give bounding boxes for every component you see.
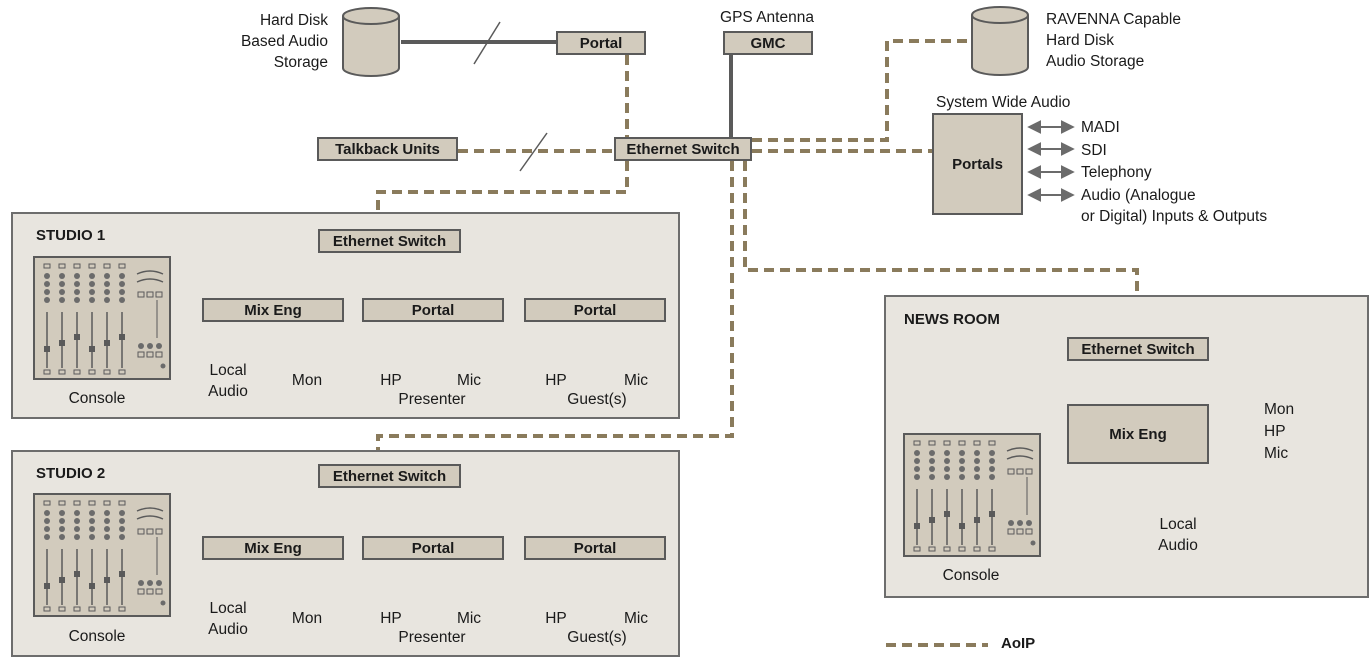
- studio-2-hp2-label: HP: [545, 610, 567, 627]
- storage-left-label: Hard Disk Based Audio Storage: [240, 12, 328, 71]
- gmc-box: GMC: [723, 31, 813, 55]
- newsroom-mix-label: Mix Eng: [1109, 425, 1167, 443]
- mixing-console-icon: [33, 493, 171, 617]
- sdi-label: SDI: [1081, 142, 1107, 159]
- studio-2-guests-label: Guest(s): [567, 629, 627, 646]
- newsroom-console-label: Console: [942, 567, 1000, 584]
- studio-2-switch-label: Ethernet Switch: [332, 467, 447, 485]
- newsroom-local-audio-label: Local Audio: [1158, 516, 1198, 554]
- studio-1-portal-1-label: Portal: [411, 301, 455, 319]
- storage-link-slash: [473, 21, 501, 65]
- newsroom-mix-engine: Mix Eng: [1067, 404, 1209, 464]
- studio-2-console-label: Console: [68, 628, 126, 645]
- studio-2-presenter-label: Presenter: [398, 629, 466, 646]
- newsroom-mic-label: Mic: [1264, 445, 1289, 462]
- studio-1-console-label: Console: [68, 390, 126, 407]
- studio-2-hp1-label: HP: [380, 610, 402, 627]
- audio-io-label: Audio (Analogue or Digital) Inputs & Out…: [1081, 187, 1268, 225]
- ravenna-storage-label: RAVENNA Capable Hard Disk Audio Storage: [1046, 11, 1181, 70]
- talkback-units-box: Talkback Units: [317, 137, 458, 161]
- studio-2-mic1-label: Mic: [456, 610, 482, 627]
- studio-1-portal-2-label: Portal: [573, 301, 617, 319]
- studio-1-title: STUDIO 1: [36, 227, 106, 244]
- hard-disk-storage-icon: [342, 7, 400, 77]
- legend-aoip-label: AoIP: [1001, 635, 1036, 652]
- studio-1-guest-portal: Portal: [524, 298, 666, 322]
- newsroom-mon-label: Mon: [1264, 401, 1295, 418]
- mixing-console-icon: [33, 256, 171, 380]
- studio-1-switch-label: Ethernet Switch: [332, 232, 447, 250]
- madi-label: MADI: [1081, 119, 1120, 136]
- studio-2-presenter-portal: Portal: [362, 536, 504, 560]
- studio-1-mic1-label: Mic: [456, 372, 482, 389]
- system-portals-box: Portals: [932, 113, 1023, 215]
- system-portals-label: Portals: [952, 155, 1003, 173]
- studio-1-mix-label: Mix Eng: [244, 301, 302, 319]
- system-wide-audio-title: System Wide Audio: [936, 94, 1071, 111]
- newsroom-switch-label: Ethernet Switch: [1081, 340, 1195, 358]
- newsroom-hp-label: HP: [1264, 423, 1286, 440]
- studio-2-console: [33, 493, 171, 622]
- studio-2-ethernet-switch: Ethernet Switch: [318, 464, 461, 488]
- core-ethernet-switch: Ethernet Switch: [614, 137, 752, 161]
- studio-1-presenter-label: Presenter: [398, 391, 466, 408]
- studio-2-portal-1-label: Portal: [411, 539, 455, 557]
- studio-1-mix-engine: Mix Eng: [202, 298, 344, 322]
- gps-antenna-label: GPS Antenna: [720, 9, 814, 26]
- studio-1-hp2-label: HP: [545, 372, 567, 389]
- studio-1-guests-label: Guest(s): [567, 391, 627, 408]
- top-portal-label: Portal: [579, 34, 623, 52]
- top-portal-box: Portal: [556, 31, 646, 55]
- newsroom-ethernet-switch: Ethernet Switch: [1067, 337, 1209, 361]
- studio-2-local-audio-label: Local Audio: [208, 600, 248, 638]
- newsroom-title: NEWS ROOM: [904, 311, 1000, 328]
- studio-2-mix-label: Mix Eng: [244, 539, 302, 557]
- studio-2-mon-label: Mon: [291, 610, 323, 627]
- switch-to-ravenna-aoip: [752, 39, 970, 142]
- mixing-console-icon: [903, 433, 1041, 557]
- telephony-label: Telephony: [1081, 164, 1152, 181]
- studio-1-local-audio-label: Local Audio: [208, 362, 248, 400]
- studio-1-ethernet-switch: Ethernet Switch: [318, 229, 461, 253]
- studio-1-mon-label: Mon: [291, 372, 323, 389]
- studio-1-hp1-label: HP: [380, 372, 402, 389]
- studio-2-title: STUDIO 2: [36, 465, 106, 482]
- studio-1-mic2-label: Mic: [623, 372, 649, 389]
- studio-1-console: [33, 256, 171, 385]
- studio-2-guest-portal: Portal: [524, 536, 666, 560]
- core-ethernet-switch-label: Ethernet Switch: [626, 140, 740, 158]
- ravenna-storage-icon: [971, 6, 1029, 76]
- gmc-label: GMC: [750, 34, 786, 52]
- newsroom-console: [903, 433, 1041, 562]
- studio-2-mix-engine: Mix Eng: [202, 536, 344, 560]
- studio-2-portal-2-label: Portal: [573, 539, 617, 557]
- studio-2-mic2-label: Mic: [623, 610, 649, 627]
- studio-1-presenter-portal: Portal: [362, 298, 504, 322]
- talkback-units-label: Talkback Units: [335, 140, 440, 158]
- talkback-link-slash: [519, 132, 548, 172]
